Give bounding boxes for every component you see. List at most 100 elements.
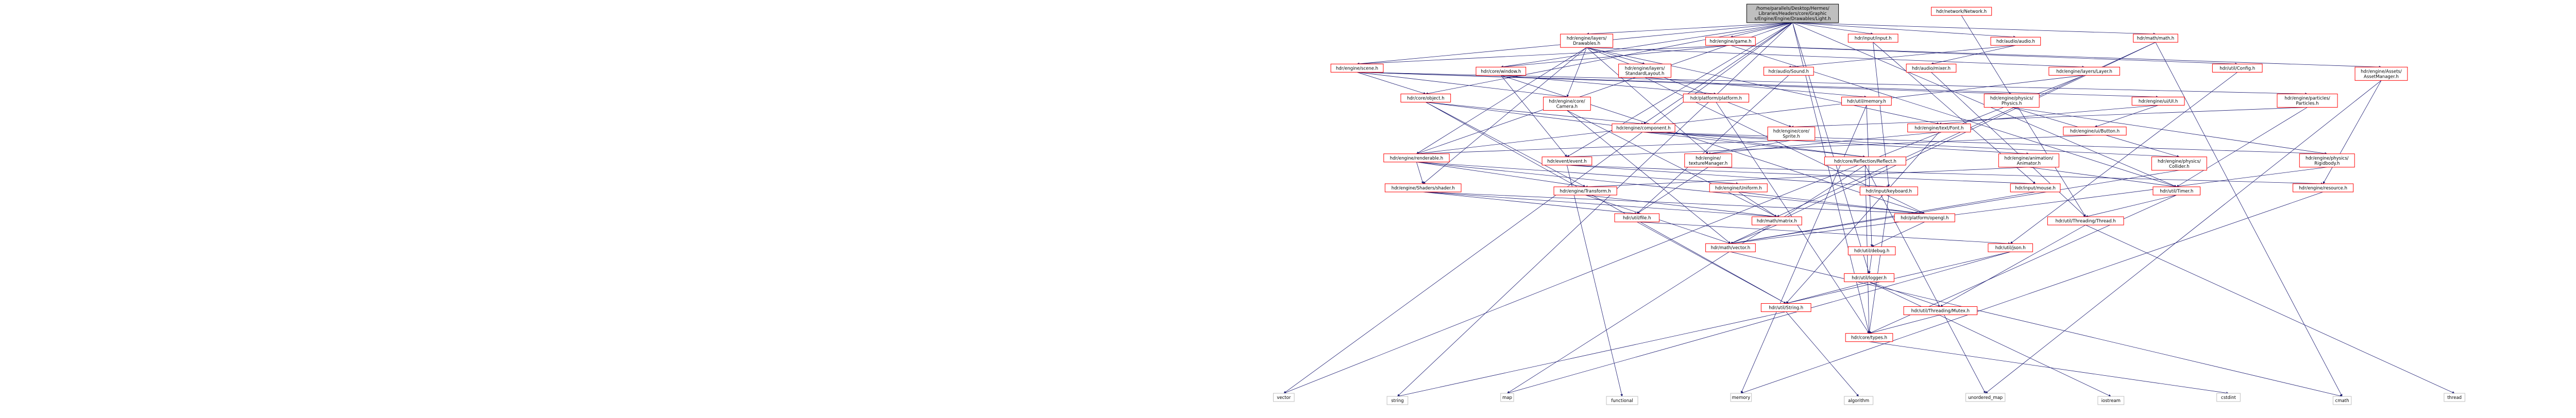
include-edge — [1643, 22, 1793, 124]
include-edge — [2094, 105, 2159, 128]
header-file-node[interactable]: hdr/util/Config.h — [2212, 63, 2263, 73]
header-file-node[interactable]: hdr/core/types.h — [1845, 333, 1893, 342]
root-file-node: /home/parallels/Desktop/Hermes/Libraries… — [1746, 4, 1839, 23]
header-file-node[interactable]: hdr/engine/renderable.h — [1383, 153, 1450, 163]
node-box — [1845, 333, 1893, 342]
header-file-node[interactable]: hdr/event/event.h — [1541, 156, 1592, 166]
header-file-node[interactable]: hdr/audio/mixer.h — [1906, 63, 1957, 73]
header-file-node[interactable]: hdr/engine/textureManager.h — [1684, 153, 1732, 168]
node-label: hdr/engine/renderable.h — [1390, 156, 1443, 161]
header-file-node[interactable]: hdr/util/Timer.h — [2153, 186, 2201, 196]
header-file-node[interactable]: hdr/engine/core/Camera.h — [1543, 96, 1591, 111]
include-edge — [1786, 132, 1940, 304]
header-file-node[interactable]: hdr/math/matrix.h — [1752, 216, 1802, 225]
edge-layer — [1283, 15, 2455, 397]
header-file-node[interactable]: hdr/engine/physics/Rigidbody.h — [2299, 153, 2355, 168]
node-box — [1844, 273, 1894, 282]
node-label: hdr/engine/Assets/ — [2361, 69, 2402, 74]
node-box — [2063, 127, 2127, 136]
header-file-node[interactable]: hdr/core/window.h — [1476, 66, 1527, 76]
node-label: hdr/util/memory.h — [1847, 99, 1886, 104]
node-label: /home/parallels/Desktop/Hermes/ — [1756, 6, 1829, 11]
header-file-node[interactable]: hdr/engine/layers/Layer.h — [2048, 66, 2120, 76]
header-file-node[interactable]: hdr/engine/game.h — [1705, 37, 1756, 46]
include-edge — [1566, 135, 2095, 158]
header-file-node[interactable]: hdr/engine/animation/Animator.h — [1998, 153, 2059, 168]
include-edge — [1586, 47, 1708, 154]
node-box — [1705, 243, 1756, 252]
header-file-node[interactable]: hdr/engine/ui/UI.h — [2131, 96, 2185, 106]
system-header-node: string — [1386, 396, 1409, 405]
header-file-node[interactable]: hdr/input/keyboard.h — [1859, 186, 1918, 196]
node-label: hdr/util/debug.h — [1854, 249, 1889, 254]
header-file-node[interactable]: hdr/core/Reflection/Reflect.h — [1824, 156, 1906, 166]
header-file-node[interactable]: hdr/util/json.h — [1988, 243, 2033, 252]
header-file-node[interactable]: hdr/engine/component.h — [1612, 124, 1675, 133]
header-file-node[interactable]: hdr/engine/ui/Button.h — [2063, 127, 2127, 136]
header-file-node[interactable]: hdr/math/vector.h — [1705, 243, 1756, 252]
include-edge — [1866, 105, 1873, 247]
include-edge — [1426, 102, 1586, 187]
header-file-node[interactable]: hdr/core/object.h — [1400, 93, 1451, 102]
node-label: hdr/input/input.h — [1855, 36, 1892, 41]
header-file-node[interactable]: hdr/engine/Transform.h — [1553, 186, 1617, 196]
header-file-node[interactable]: hdr/engine/core/Sprite.h — [1767, 127, 1816, 141]
header-file-node[interactable]: hdr/util/debug.h — [1848, 246, 1896, 255]
include-edge — [1869, 282, 2111, 397]
node-label: Physics.h — [2002, 101, 2022, 106]
include-edge — [1931, 72, 2086, 217]
header-file-node[interactable]: hdr/audio/Sound.h — [1763, 66, 1814, 76]
header-file-node[interactable]: hdr/input/mouse.h — [2010, 183, 2061, 193]
include-edge — [2011, 107, 2328, 155]
include-edge — [1939, 105, 2159, 125]
include-edge — [1869, 282, 1941, 307]
node-label: hdr/util/file.h — [1623, 216, 1651, 221]
node-label: hdr/audio/audio.h — [1996, 39, 2035, 44]
include-edge — [1586, 22, 1793, 36]
node-label: hdr/input/mouse.h — [2015, 186, 2055, 191]
node-label: Animator.h — [2017, 161, 2041, 166]
header-file-node[interactable]: hdr/network/Network.h — [1931, 7, 1992, 16]
header-file-node[interactable]: hdr/engine/layers/StandardLayout.h — [1618, 63, 1671, 78]
header-file-node[interactable]: hdr/platform/opengl.h — [1894, 213, 1955, 222]
header-file-node[interactable]: hdr/audio/audio.h — [1990, 37, 2041, 46]
header-file-node[interactable]: hdr/util/memory.h — [1841, 96, 1892, 106]
include-edge — [1708, 167, 2324, 185]
header-file-node[interactable]: hdr/util/file.h — [1614, 213, 1659, 222]
node-box — [1400, 93, 1451, 102]
include-edge — [1740, 191, 2324, 394]
node-label: hdr/engine/ui/UI.h — [2139, 99, 2178, 104]
header-file-node[interactable]: hdr/util/String.h — [1760, 303, 1811, 312]
system-header-node: map — [1500, 393, 1514, 402]
include-edge — [1283, 75, 2084, 394]
header-file-node[interactable]: hdr/engine/resource.h — [2293, 183, 2354, 193]
include-edge — [1500, 45, 1731, 68]
header-file-node[interactable]: hdr/util/Threading/Thread.h — [2047, 216, 2124, 225]
header-file-node[interactable]: hdr/engine/physics/Collider.h — [2151, 156, 2207, 171]
header-file-node[interactable]: hdr/util/logger.h — [1844, 273, 1894, 282]
node-label: s/Engine/Engine/Drawables/Light.h — [1754, 16, 1831, 22]
node-label: unordered_map — [1968, 395, 2003, 400]
header-file-node[interactable]: hdr/engine/physics/Physics.h — [1984, 93, 2040, 108]
header-file-node[interactable]: hdr/platform/platform.h — [1683, 93, 1750, 102]
include-edge — [1637, 221, 1787, 304]
header-file-node[interactable]: hdr/util/Threading/Mutex.h — [1903, 306, 1978, 316]
header-file-node[interactable]: hdr/input/input.h — [1848, 33, 1899, 43]
header-file-node[interactable]: hdr/engine/layers/Drawables.h — [1560, 33, 1614, 48]
header-file-node[interactable]: hdr/engine/Uniform.h — [1709, 183, 1768, 193]
header-file-node[interactable]: hdr/math/math.h — [2133, 33, 2178, 43]
include-edge — [1567, 165, 1623, 397]
include-edge — [1792, 22, 2016, 39]
node-label: hdr/math/matrix.h — [1757, 219, 1797, 224]
include-edge — [1730, 45, 2382, 68]
header-file-node[interactable]: hdr/engine/Shaders/shader.h — [1384, 183, 1462, 193]
node-box — [2131, 96, 2185, 106]
node-box — [1841, 96, 1892, 106]
include-edge — [1730, 22, 1793, 38]
include-edge — [1985, 80, 2382, 394]
node-box — [1386, 396, 1409, 405]
header-file-node[interactable]: hdr/engine/particles/Particles.h — [2277, 93, 2338, 108]
header-file-node[interactable]: hdr/engine/text/Font.h — [1907, 124, 1971, 133]
header-file-node[interactable]: hdr/engine/Assets/AssetManager.h — [2354, 66, 2408, 81]
header-file-node[interactable]: hdr/engine/scene.h — [1330, 63, 1384, 73]
